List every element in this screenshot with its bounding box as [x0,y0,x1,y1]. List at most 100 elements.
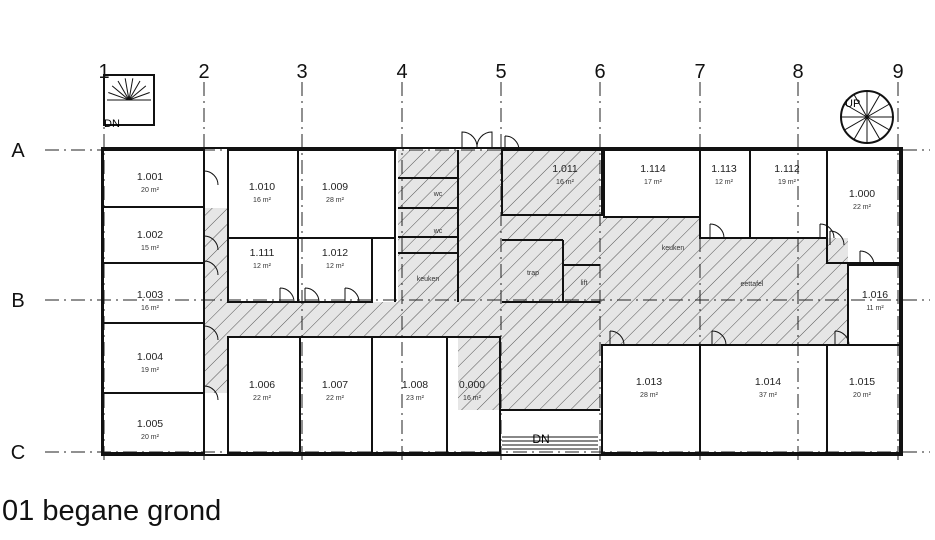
room-area: 16 m² [556,179,575,186]
door-swing [819,223,835,239]
room-area: 23 m² [406,395,425,402]
door-swing [203,385,219,401]
room-number: 1.000 [849,188,875,200]
entrance-door [461,131,493,149]
room-area: 28 m² [326,197,345,204]
room-number: 1.005 [137,418,163,430]
room-number: 1.004 [137,351,163,363]
room-area: 20 m² [141,434,160,441]
room-area: 12 m² [715,179,734,186]
room-area: 16 m² [463,395,482,402]
room-number: 1.012 [322,247,348,259]
room-1.014 [699,344,828,454]
room-number: 1.008 [402,379,428,391]
room-area: 20 m² [853,392,872,399]
function-label-trap: trap [527,270,539,277]
room-number: 1.001 [137,171,163,183]
room-area: 22 m² [326,395,345,402]
grid-column-label: 6 [594,61,605,83]
grid-column-label: 5 [495,61,506,83]
room-number: 1.010 [249,181,275,193]
room-number: 1.016 [862,289,888,301]
grid-column-label: 2 [198,61,209,83]
room-area: 17 m² [644,179,663,186]
function-label-keuken: keuken [417,276,440,283]
room-area: 12 m² [326,263,345,270]
function-label-eettafel: eettafel [741,281,764,288]
room-1.010 [227,149,299,239]
room-area: 37 m² [759,392,778,399]
room-number: 1.006 [249,379,275,391]
grid-row-label: C [11,442,25,464]
door-swing [203,235,219,251]
room-number: 1.009 [322,181,348,193]
grid-column-label: 9 [892,61,903,83]
door-swing [344,287,360,303]
grid-column-label: 3 [296,61,307,83]
room-number: 1.014 [755,376,781,388]
door-swing [304,287,320,303]
room-1.012 [297,237,373,303]
grid-row-label: A [11,140,25,162]
hatched-area [502,217,600,302]
room-number: 1.007 [322,379,348,391]
room-area: 11 m² [866,305,884,312]
room-number: 1.011 [552,163,578,175]
room-area: 22 m² [253,395,272,402]
room-0.000 [446,336,501,454]
room-area: 16 m² [253,197,272,204]
room-area: 22 m² [853,204,872,211]
circulation-areas [204,150,848,410]
room-number: 1.111 [250,247,275,259]
hatched-area [700,238,848,345]
door-swing [711,330,727,346]
function-label-wc: wc [433,191,443,198]
room-area: 12 m² [253,263,272,270]
room-area: 16 m² [141,305,160,312]
plan-title: 01 begane grond [2,495,222,527]
room-number: 1.113 [711,163,737,175]
hatched-area [600,217,700,345]
room-1.015 [826,344,901,454]
door-swing [609,330,625,346]
room-number: 1.114 [640,163,666,175]
door-swing [859,250,875,266]
stair-top-left [103,74,155,126]
stair-bottom [502,436,598,450]
grid-column-label: 4 [396,61,407,83]
stair-direction-label: UP [845,98,860,110]
hatched-area [398,150,458,302]
door-swing [203,260,219,276]
walls [101,147,903,456]
door-swing [834,330,850,346]
room-1.011 [501,149,603,216]
grid-row-label: B [11,290,24,312]
spiral-stair [840,90,894,144]
door-swing [203,325,219,341]
room-area: 15 m² [141,245,160,252]
door-swing [709,223,725,239]
room-number: 1.003 [137,289,163,301]
room-number: 1.112 [774,163,800,175]
stair-direction-label: DN [532,432,549,446]
room-area: 28 m² [640,392,659,399]
room-area: 20 m² [141,187,160,194]
door-swing [279,287,295,303]
room-number: 1.013 [636,376,662,388]
function-label-keuken: keuken [662,245,685,252]
hatched-area [500,337,600,410]
room-area: 19 m² [141,367,160,374]
stair-direction-label: DN [104,118,120,130]
door-swing [504,135,520,151]
room-1.000 [826,149,901,264]
door-swing [203,170,219,186]
function-label-wc: wc [433,228,443,235]
grid-column-label: 8 [792,61,803,83]
door-swing [829,230,845,246]
room-area: 19 m² [778,179,797,186]
room-number: 0.000 [459,379,485,391]
room-1.005 [102,392,205,454]
grid-column-label: 1 [98,61,109,83]
